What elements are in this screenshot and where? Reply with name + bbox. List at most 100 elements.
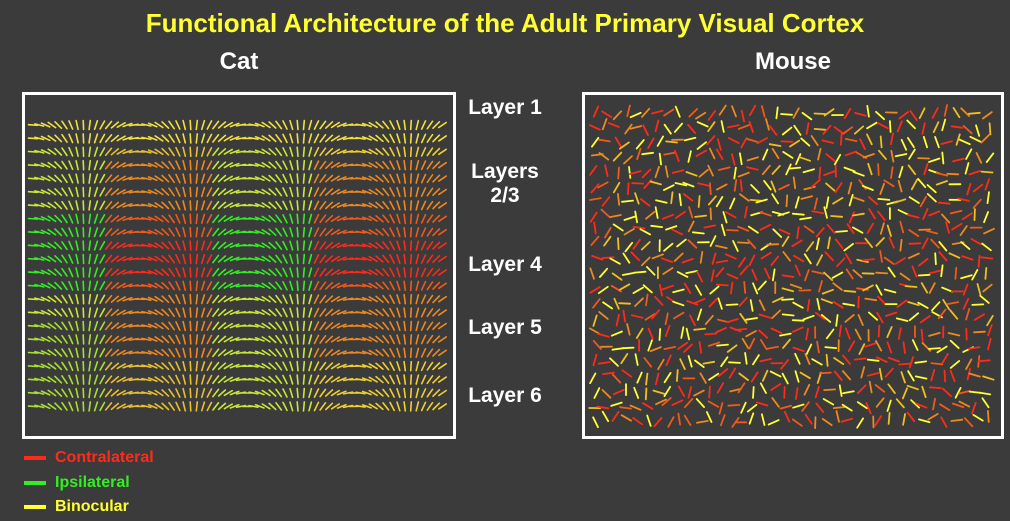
cat-orientation-segment [336,296,347,302]
cat-orientation-segment [302,360,306,372]
cat-orientation-segment [389,334,396,345]
cat-orientation-segment [248,163,259,167]
cat-orientation-segment [282,227,288,237]
mouse-orientation-segment [626,104,631,118]
cat-orientation-segment [116,309,126,316]
mouse-orientation-segment [617,193,621,206]
mouse-orientation-segment [906,137,915,148]
cat-orientation-segment [275,361,283,371]
mouse-orientation-segment [715,259,729,264]
mouse-orientation-segment [664,312,669,326]
mouse-orientation-segment [740,109,746,123]
mouse-orientation-segment [755,198,768,204]
cat-orientation-segment [104,160,113,170]
mouse-orientation-segment [842,354,851,365]
cat-orientation-segment [275,268,283,277]
cat-orientation-segment [75,186,79,198]
mouse-orientation-segment [621,369,633,378]
mouse-orientation-segment [677,412,681,426]
cat-orientation-segment [396,267,401,278]
cat-orientation-segment [254,270,265,275]
cat-orientation-segment [182,320,187,332]
mouse-orientation-segment [768,143,782,147]
cat-orientation-segment [122,256,133,262]
mouse-orientation-segment [657,358,665,371]
cat-orientation-segment [437,215,448,223]
cat-orientation-segment [368,242,378,249]
cat-orientation-segment [382,147,390,157]
mouse-orientation-segment [875,356,888,363]
mouse-orientation-segment [651,253,664,260]
cat-orientation-segment [275,241,283,250]
cat-orientation-segment [88,360,92,372]
cat-orientation-segment [217,188,227,196]
mouse-orientation-segment [884,367,894,378]
cat-orientation-segment [88,173,92,184]
cat-orientation-segment [75,280,79,291]
cat-orientation-segment [68,321,74,331]
cat-orientation-segment [420,361,427,372]
cat-orientation-segment [368,389,378,397]
mouse-orientation-segment [981,111,993,120]
cat-orientation-segment [282,120,288,130]
cat-orientation-segment [212,120,220,130]
cat-orientation-segment [268,362,277,371]
mouse-orientation-segment [977,254,981,268]
mouse-orientation-segment [663,151,676,156]
mouse-orientation-segment [734,327,748,331]
mouse-orientation-segment [715,183,728,191]
cat-orientation-segment [289,173,294,184]
mouse-orientation-segment [951,222,963,231]
mouse-orientation-segment [760,105,766,118]
mouse-orientation-segment [950,418,964,422]
cat-orientation-segment [217,201,227,210]
cat-orientation-segment [27,190,39,194]
cat-orientation-segment [302,293,306,305]
cat-orientation-segment [175,120,181,130]
cat-orientation-segment [104,361,113,371]
cat-orientation-segment [99,240,106,251]
mouse-orientation-segment [950,125,964,129]
mouse-orientation-segment [879,250,883,263]
cat-orientation-segment [330,175,341,182]
mouse-orientation-segment [979,294,990,304]
cat-orientation-segment [182,294,187,305]
mouse-orientation-segment [857,295,860,309]
cat-orientation-segment [206,401,213,412]
cat-orientation-segment [104,402,113,411]
cat-orientation-segment [195,200,199,211]
mouse-orientation-segment [781,313,795,317]
cat-orientation-segment [212,281,220,291]
cat-orientation-segment [99,133,106,144]
mouse-orientation-segment [960,274,973,280]
cat-orientation-segment [68,294,74,305]
mouse-orientation-segment [900,138,908,151]
cat-orientation-segment [93,213,99,224]
cat-orientation-segment [54,241,63,250]
cat-orientation-segment [330,202,341,209]
cat-orientation-segment [40,350,51,356]
mouse-orientation-segment [859,138,866,150]
cat-orientation-segment [104,254,113,264]
cat-orientation-segment [275,201,283,210]
cat-orientation-segment [201,213,206,224]
mouse-orientation-segment [597,361,611,365]
mouse-orientation-segment [962,125,973,135]
cat-orientation-segment [40,175,51,182]
cat-orientation-segment [168,294,175,304]
cat-orientation-segment [289,401,294,412]
mouse-orientation-segment [771,268,776,282]
cat-orientation-segment [195,226,199,238]
cat-orientation-segment [195,119,199,131]
cat-orientation-segment [68,200,74,211]
cat-orientation-segment [437,188,448,196]
mouse-orientation-segment [771,147,780,159]
cat-orientation-segment [409,267,413,278]
mouse-orientation-segment [598,152,610,161]
cat-orientation-segment [189,240,192,251]
cat-orientation-segment [368,296,378,303]
cat-orientation-segment [375,389,384,397]
cat-orientation-segment [361,189,372,195]
cat-orientation-segment [47,121,57,129]
cat-orientation-segment [147,216,158,222]
